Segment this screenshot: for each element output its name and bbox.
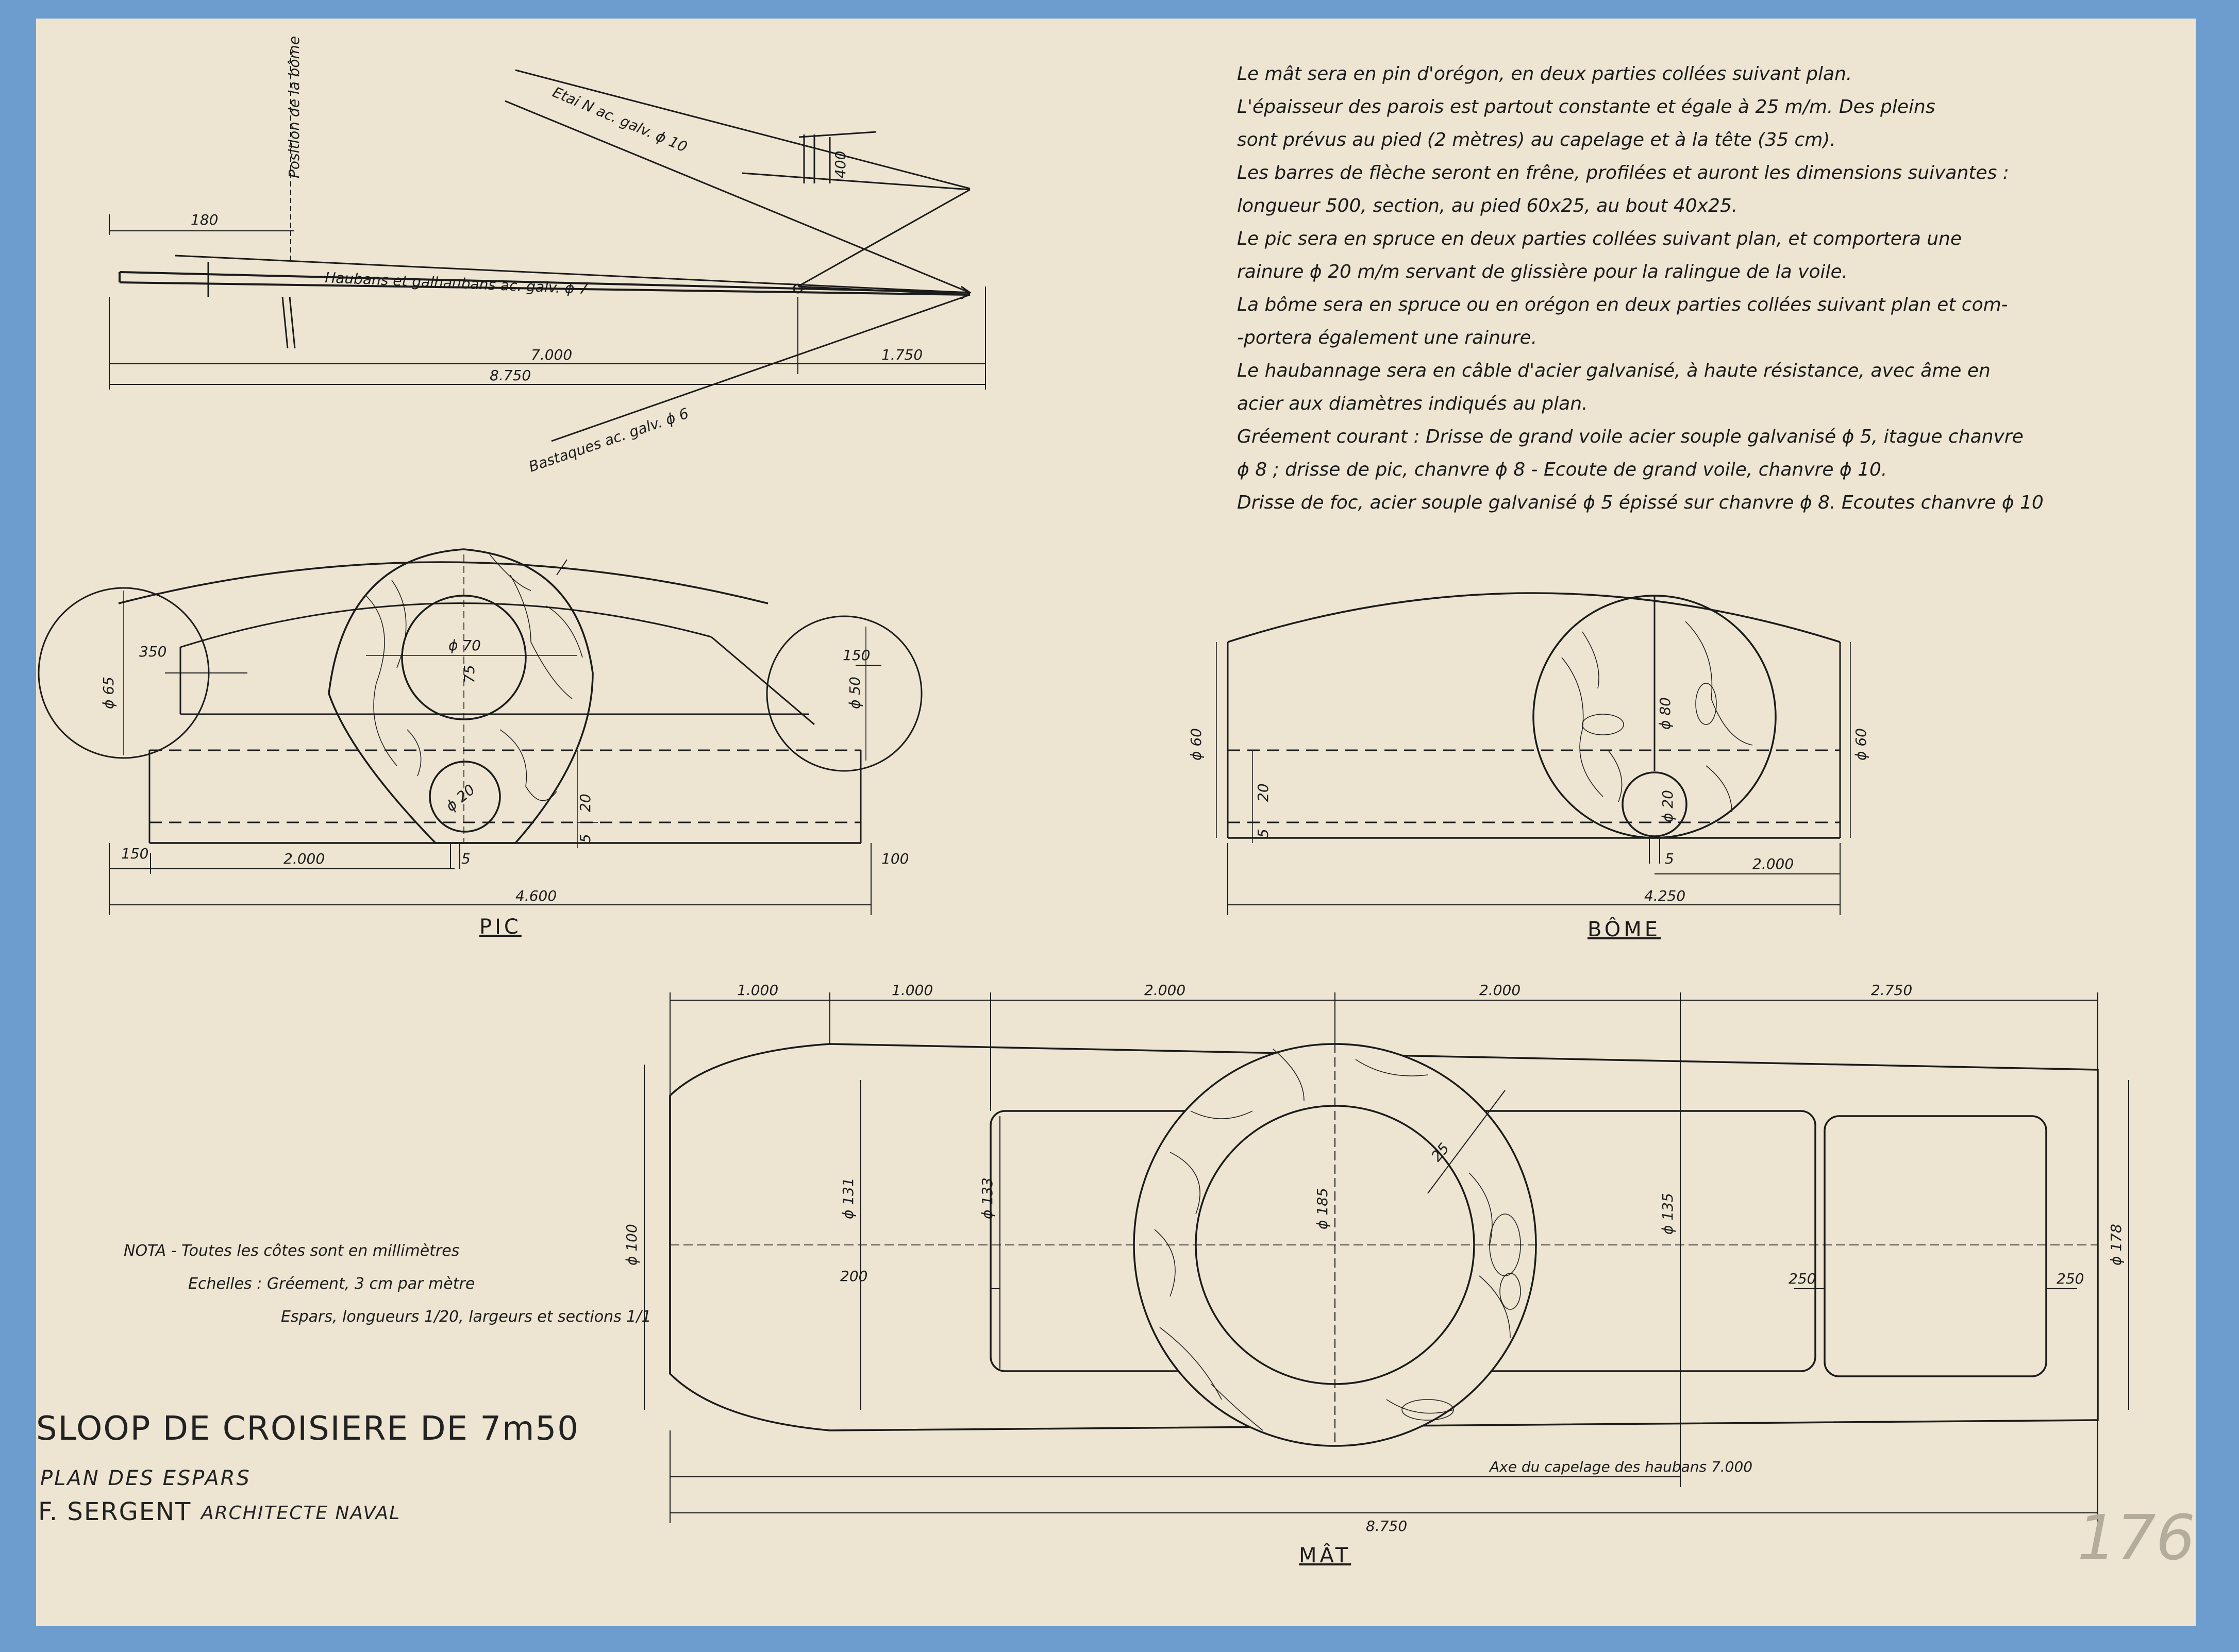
mat-dim-135: ϕ 135 [1659, 1193, 1676, 1235]
note-line: L'épaisseur des parois est partout const… [1237, 96, 1935, 117]
pic-dim-5b: 5 [461, 850, 471, 867]
mat-section [644, 992, 2129, 1523]
dim-180: 180 [191, 211, 218, 228]
mat-dim-100: ϕ 100 [623, 1224, 640, 1266]
bome-dim-20: 20 [1255, 783, 1272, 802]
bastaques-label: Bastaques ac. galv. ϕ 6 [527, 404, 691, 475]
pic-dim-20: ϕ 20 [442, 781, 478, 815]
specification-notes: Le mât sera en pin d'orégon, en deux par… [1237, 58, 2154, 519]
dim-400: 400 [832, 151, 849, 178]
dim-1750: 1.750 [881, 346, 923, 363]
note-line: acier aux diamètres indiqués au plan. [1237, 393, 1588, 414]
note-line: Le pic sera en spruce en deux parties co… [1237, 228, 1962, 249]
pic-dim-2000: 2.000 [283, 850, 325, 867]
pic-dim-150b: 150 [121, 845, 148, 862]
pic-dim-75: 75 [461, 665, 478, 683]
position-bome-label: Position de la bôme [286, 36, 303, 178]
pic-dim-70: ϕ 70 [448, 637, 481, 654]
dim-7000: 7.000 [531, 346, 572, 363]
architect-name: F. SERGENT [38, 1497, 192, 1526]
sheet-number: 176 [2077, 1503, 2196, 1574]
mat-dim-2750: 2.750 [1871, 982, 1912, 999]
etai-label: Etai N ac. galv. ϕ 10 [550, 83, 690, 156]
pic-section [38, 548, 923, 915]
bome-dim-5b: 5 [1665, 850, 1674, 867]
nota-line-2: Echelles : Gréement, 3 cm par mètre [188, 1275, 475, 1293]
bome-dim-20b: ϕ 20 [1659, 790, 1676, 822]
dim-8750-rig: 8.750 [490, 367, 531, 384]
pic-dim-65: ϕ 65 [100, 677, 117, 709]
nota-block: NOTA - Toutes les côtes sont en millimèt… [124, 1235, 651, 1334]
bome-dim-5: 5 [1255, 829, 1272, 838]
pic-view-label: PIC [479, 915, 522, 939]
mat-dim-8750: 8.750 [1366, 1518, 1407, 1535]
blue-tape-left [0, 31, 36, 1652]
bome-section [1216, 592, 1851, 915]
pic-dim-20b: 20 [577, 794, 594, 812]
note-line: Le haubannage sera en câble d'acier galv… [1237, 360, 1991, 381]
mat-dim-133: ϕ 133 [979, 1177, 996, 1219]
bome-dim-80: ϕ 80 [1657, 697, 1674, 730]
pic-dim-150: 150 [843, 647, 870, 664]
mat-axe-capelage: Axe du capelage des haubans 7.000 [1489, 1458, 1752, 1475]
mat-dim-185: ϕ 185 [1314, 1188, 1331, 1229]
architect-role: ARCHITECTE NAVAL [201, 1503, 401, 1524]
note-line: La bôme sera en spruce ou en orégon en d… [1237, 294, 2008, 315]
note-line: Drisse de foc, acier souple galvanisé ϕ … [1237, 492, 2044, 513]
note-line: Le mât sera en pin d'orégon, en deux par… [1237, 63, 1852, 85]
pic-dim-4600: 4.600 [515, 887, 557, 904]
note-line: longueur 500, section, au pied 60x25, au… [1237, 195, 1738, 216]
bome-dim-2000: 2.000 [1752, 855, 1794, 872]
note-line: Les barres de flèche seront en frêne, pr… [1237, 162, 2009, 183]
note-line: -portera également une rainure. [1237, 327, 1538, 348]
pic-dim-350: 350 [139, 643, 166, 660]
bome-dim-4250: 4.250 [1644, 887, 1685, 904]
nota-line-3: Espars, longueurs 1/20, largeurs et sect… [281, 1308, 651, 1326]
mat-view-label: MÂT [1299, 1544, 1351, 1567]
bome-dim-60-left: ϕ 60 [1188, 728, 1205, 761]
technical-drawing: 180 Position de la bôme Etai N ac. galv.… [38, 36, 2129, 1535]
bome-view-label: BÔME [1588, 918, 1661, 941]
note-line: rainure ϕ 20 m/m servant de glissière po… [1237, 261, 1848, 282]
mat-dim-131: ϕ 131 [840, 1177, 857, 1219]
mat-dim-250a: 250 [1789, 1270, 1816, 1287]
mat-dim-200: 200 [840, 1268, 867, 1285]
pic-dim-5: 5 [577, 834, 594, 843]
note-line: sont prévus au pied (2 mètres) au capela… [1237, 129, 1836, 150]
drawing-subtitle: PLAN DES ESPARS [40, 1466, 251, 1490]
pic-dim-100: 100 [881, 850, 909, 867]
rigging-plan [109, 49, 986, 442]
note-line: ϕ 8 ; drisse de pic, chanvre ϕ 8 - Ecout… [1237, 459, 1887, 480]
drawing-title: SLOOP DE CROISIERE DE 7m50 [36, 1410, 579, 1448]
pic-dim-50: ϕ 50 [846, 677, 863, 709]
note-line: Gréement courant : Drisse de grand voile… [1237, 426, 2024, 447]
nota-line-1: NOTA - Toutes les côtes sont en millimèt… [124, 1242, 460, 1260]
mat-dim-178: ϕ 178 [2108, 1224, 2125, 1266]
mat-dim-2000b: 2.000 [1479, 982, 1520, 999]
mat-dim-1000b: 1.000 [892, 982, 933, 999]
bome-dim-60-right: ϕ 60 [1852, 728, 1869, 761]
mat-dim-250b: 250 [2057, 1270, 2084, 1287]
mat-dim-2000a: 2.000 [1144, 982, 1185, 999]
drawing-sheet: 180 Position de la bôme Etai N ac. galv.… [36, 19, 2196, 1626]
mat-dim-1000a: 1.000 [737, 982, 778, 999]
